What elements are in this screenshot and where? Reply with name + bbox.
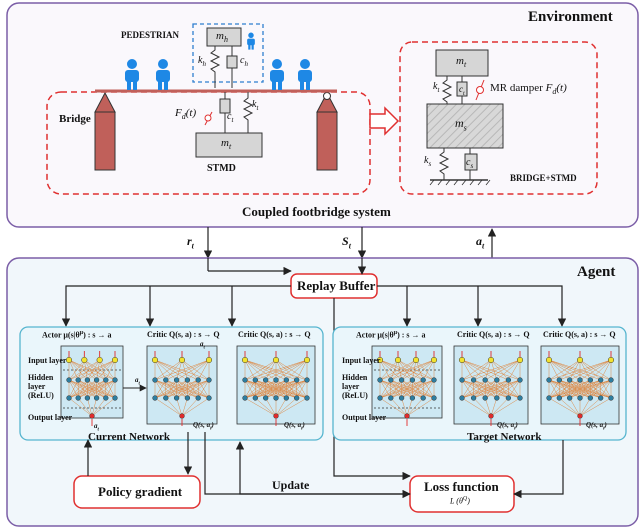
current-output-layer-label: Output layer [28, 413, 73, 422]
current-actor-output: at [94, 422, 99, 433]
pedestrian-damper [226, 46, 238, 88]
left-tower [94, 91, 116, 171]
neural-network [371, 345, 443, 426]
detail-ct-label: ct [459, 84, 465, 97]
target-actor-title: Actor μ(s|θμ) : s → a [356, 330, 426, 340]
current-critic1-title: Critic Q(s, a) : s → Q [147, 330, 220, 339]
pedestrian-figure [298, 59, 312, 90]
current-critic2-title: Critic Q(s, a) : s → Q [238, 330, 311, 339]
detail-arrow [369, 106, 400, 136]
bridge-label: Bridge [59, 113, 91, 125]
stmd-assembly [195, 92, 263, 158]
agent-flow-arrows [83, 432, 564, 499]
pedestrians [125, 32, 312, 90]
pedestrian-spring-label: kh [198, 55, 206, 68]
pedestrian-mass [206, 27, 242, 47]
target-critic2-title: Critic Q(s, a) : s → Q [543, 330, 616, 339]
actor-to-critic-label: at [135, 376, 140, 387]
loss-expression: L (θQ) [450, 496, 470, 506]
target-critic1-output: Q(s, ai) [497, 421, 518, 432]
policy-gradient-box [73, 475, 201, 509]
update-label: Update [272, 478, 310, 492]
replay-buffer-label: Replay Buffer [297, 278, 376, 293]
stmd-spring-label: kt [252, 99, 259, 112]
neural-network [236, 345, 316, 426]
current-network-caption: Current Network [88, 431, 170, 443]
target-input-layer-label: Input layer [342, 356, 381, 365]
pedestrian-damper-label: ch [240, 55, 248, 68]
current-critic-input: at [200, 340, 205, 351]
current-input-layer-label: Input layer [28, 356, 67, 365]
detail-cs-label: cs [466, 157, 474, 170]
pedestrian-figure [270, 59, 284, 90]
target-critic1-title: Critic Q(s, a) : s → Q [457, 330, 530, 339]
neural-networks [60, 345, 620, 426]
mr-damper-label: MR damper Fd(t) [490, 82, 567, 97]
detail-region [399, 41, 598, 195]
detail-ms-label: ms [455, 116, 467, 133]
pedestrian-figure [247, 32, 255, 50]
stmd-damper-label: ct [227, 111, 234, 124]
detail-model [426, 49, 504, 186]
stmd-label: STMD [207, 163, 236, 174]
current-actor-title: Actor μ(s|θμ) : s → a [42, 330, 112, 340]
neural-network [146, 345, 218, 426]
detail-ks-label: ks [424, 155, 432, 168]
current-critic2-output: Q(s, ai) [284, 421, 305, 432]
target-network-caption: Target Network [467, 431, 542, 443]
detail-mt-label: mt [456, 55, 467, 70]
detail-kt-label: kt [433, 81, 440, 94]
reward-label: rt [187, 234, 194, 251]
detail-caption: BRIDGE+STMD [510, 173, 577, 183]
state-label: St [342, 234, 351, 251]
neural-network [540, 345, 620, 426]
pedestrian-spring [209, 46, 221, 88]
current-critic1-output: Q(s, ai) [193, 421, 214, 432]
pedestrian-figure [125, 59, 139, 90]
agent-title: Agent [577, 264, 616, 280]
pedestrian-region [192, 23, 264, 83]
target-critic2-output: Q(s, ai) [586, 421, 607, 432]
bridge-region [46, 91, 371, 195]
environment-title: Environment [528, 9, 613, 25]
stmd-mass-label: mt [221, 137, 232, 152]
neural-network [60, 345, 124, 426]
loss-function-label: Loss function [424, 479, 499, 494]
pedestrian-figure [156, 59, 170, 90]
pedestrian-label: PEDESTRIAN [121, 30, 180, 40]
system-caption: Coupled footbridge system [242, 204, 391, 219]
policy-gradient-label: Policy gradient [98, 484, 183, 499]
target-output-layer-label: Output layer [342, 413, 387, 422]
neural-network [453, 345, 529, 426]
action-label: at [476, 234, 485, 251]
force-label: Fd(t) [175, 107, 197, 122]
pedestrian-mass-label: mh [216, 30, 228, 45]
